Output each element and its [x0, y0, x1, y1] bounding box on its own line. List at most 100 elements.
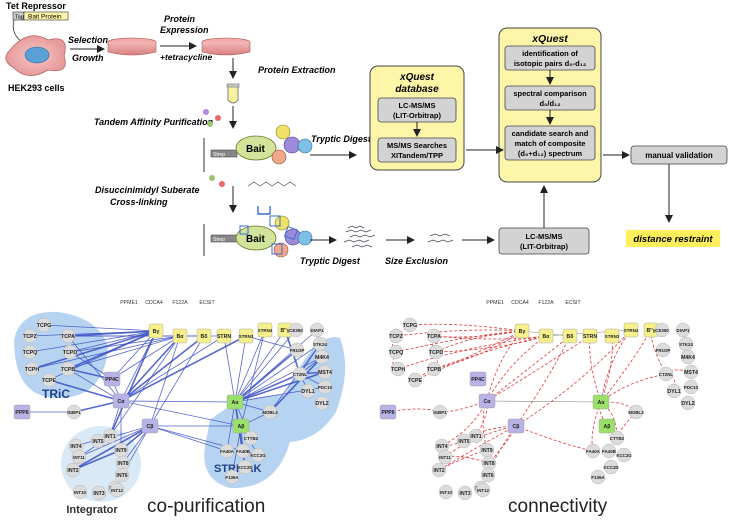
node-fa40a-shape: [585, 443, 601, 459]
edge-bg-tcpg: [409, 323, 523, 332]
node-pdc10: PDC10: [684, 385, 699, 390]
xquest-db-subtitle: database: [395, 84, 439, 95]
edge-bg-tcph: [31, 330, 157, 370]
node-diap1-shape: [309, 322, 325, 338]
node-strn4-shape: [623, 322, 639, 338]
node-strn-shape: [582, 328, 598, 344]
node-ce350-shape: [288, 322, 304, 338]
node-int12-shape: [475, 482, 491, 498]
node-tcpe: TCPE: [42, 378, 56, 384]
msms-label: MS/MS Searches: [387, 141, 447, 150]
node-int9: INT9: [115, 448, 126, 454]
node-tcpb: TCPB: [61, 367, 75, 373]
edge-ca-tcpa: [67, 335, 122, 402]
node-fr1op-shape: [655, 342, 671, 358]
edge-strn4-ab: [240, 329, 266, 427]
tap-label: Tandem Affinity Purification: [94, 117, 214, 127]
node-f136a-shape: [590, 469, 606, 485]
node-int12-shape: [109, 482, 125, 498]
edge-ce350-aa: [234, 329, 297, 403]
node-int5: INT5: [458, 439, 469, 445]
node-tcpd: TCPD: [429, 350, 443, 356]
node-tcpq: TCPQ: [389, 350, 403, 356]
connectivity-caption: connectivity: [508, 496, 608, 517]
expression-label: Expression: [160, 25, 209, 35]
edge-ba-tcpb: [67, 335, 181, 370]
node-cb-shape: [141, 418, 159, 434]
node-int8: INT8: [483, 461, 494, 467]
node-tcpz: TCPZ: [23, 334, 37, 340]
node-pp4c: PP4C: [105, 377, 119, 383]
culture-dish-icon: [201, 37, 251, 56]
node-int6-shape: [480, 467, 496, 483]
node-ppme1: PPME1: [486, 300, 504, 306]
node-fa40a-shape: [219, 443, 235, 459]
node-bg: Bγ: [519, 329, 526, 335]
node-bd: Bδ: [201, 334, 208, 340]
crosslinking-label: Cross-linking: [110, 197, 168, 207]
node-mst4-shape: [317, 364, 333, 380]
grey-edge-ca-aa: [486, 400, 602, 403]
node-kcc2g-shape: [250, 447, 266, 463]
node-int4: INT4: [70, 444, 81, 450]
xq-step2-label: spectral comparison: [513, 89, 587, 98]
node-f136a-shape: [224, 469, 240, 485]
node-int6-shape: [114, 467, 130, 483]
edge-ba-tcpb: [433, 335, 547, 370]
edge-bg-tcpg: [43, 324, 157, 332]
node-tcph: TCPH: [391, 367, 405, 373]
node-mobl3: MOBL3: [628, 410, 644, 415]
node-strn3-shape: [604, 328, 620, 344]
edge-strn3-ca: [120, 335, 247, 402]
xq-step3-sublabel: match of composite: [515, 139, 586, 148]
node-igbp1-shape: [66, 404, 82, 420]
node-int3: INT3: [459, 491, 470, 497]
node-pp4c-shape: [469, 371, 487, 387]
node-tcpb-shape: [426, 361, 442, 377]
node-strn4: STRN4: [624, 328, 639, 333]
node-kcc2d-shape: [237, 459, 253, 475]
node-m4k4: M4K4: [315, 355, 329, 361]
node-ab-shape: [598, 418, 616, 434]
node-dyl1-shape: [666, 383, 682, 399]
node-strn4: STRN4: [258, 328, 273, 333]
node-strn4-shape: [257, 322, 273, 338]
node-int9: INT9: [481, 448, 492, 454]
node-tcpd: TCPD: [63, 350, 77, 356]
edge-ba-tcpd: [435, 335, 547, 353]
edge-aa-ct2nl: [600, 373, 667, 403]
node-int1: INT1: [470, 434, 481, 440]
node-ct2nl: CT2NL: [659, 372, 673, 377]
edge-aa-ct2nl: [234, 373, 301, 403]
node-int12: INT12: [477, 488, 490, 493]
protein-label: Protein: [164, 14, 196, 24]
distance-restraint-box: distance restraint: [626, 230, 720, 247]
edge-bd-cb: [515, 335, 571, 427]
bait-label: Bait: [246, 144, 266, 155]
bait-label: Bait: [246, 234, 266, 245]
node-tcpd-shape: [428, 344, 444, 360]
node-strn-shape: [216, 328, 232, 344]
edge-bg-tcpe: [414, 330, 523, 381]
xq-step1-label: identification of: [522, 49, 578, 58]
node-mobl3: MOBL3: [262, 410, 278, 415]
node-tcpe-shape: [407, 372, 423, 388]
node-ba: Bα: [543, 334, 551, 340]
node-int11-shape: [71, 449, 87, 465]
node-mst4: MST4: [684, 370, 698, 376]
node-tcpe: TCPE: [408, 378, 422, 384]
node-int5-shape: [456, 433, 472, 449]
node-cttb2: CTTB2: [244, 436, 259, 441]
node-dyl1: DYL1: [667, 389, 680, 395]
edge-ca-aa: [120, 400, 236, 403]
node-ca-shape: [112, 393, 130, 409]
node-ct2nl-shape: [292, 366, 308, 382]
node-tcpd-shape: [62, 344, 78, 360]
node-kcc2d: KCC2D: [603, 465, 618, 470]
edge-strn3-aa: [234, 335, 247, 403]
node-int12: INT12: [111, 488, 124, 493]
node-aa-shape: [226, 394, 244, 410]
